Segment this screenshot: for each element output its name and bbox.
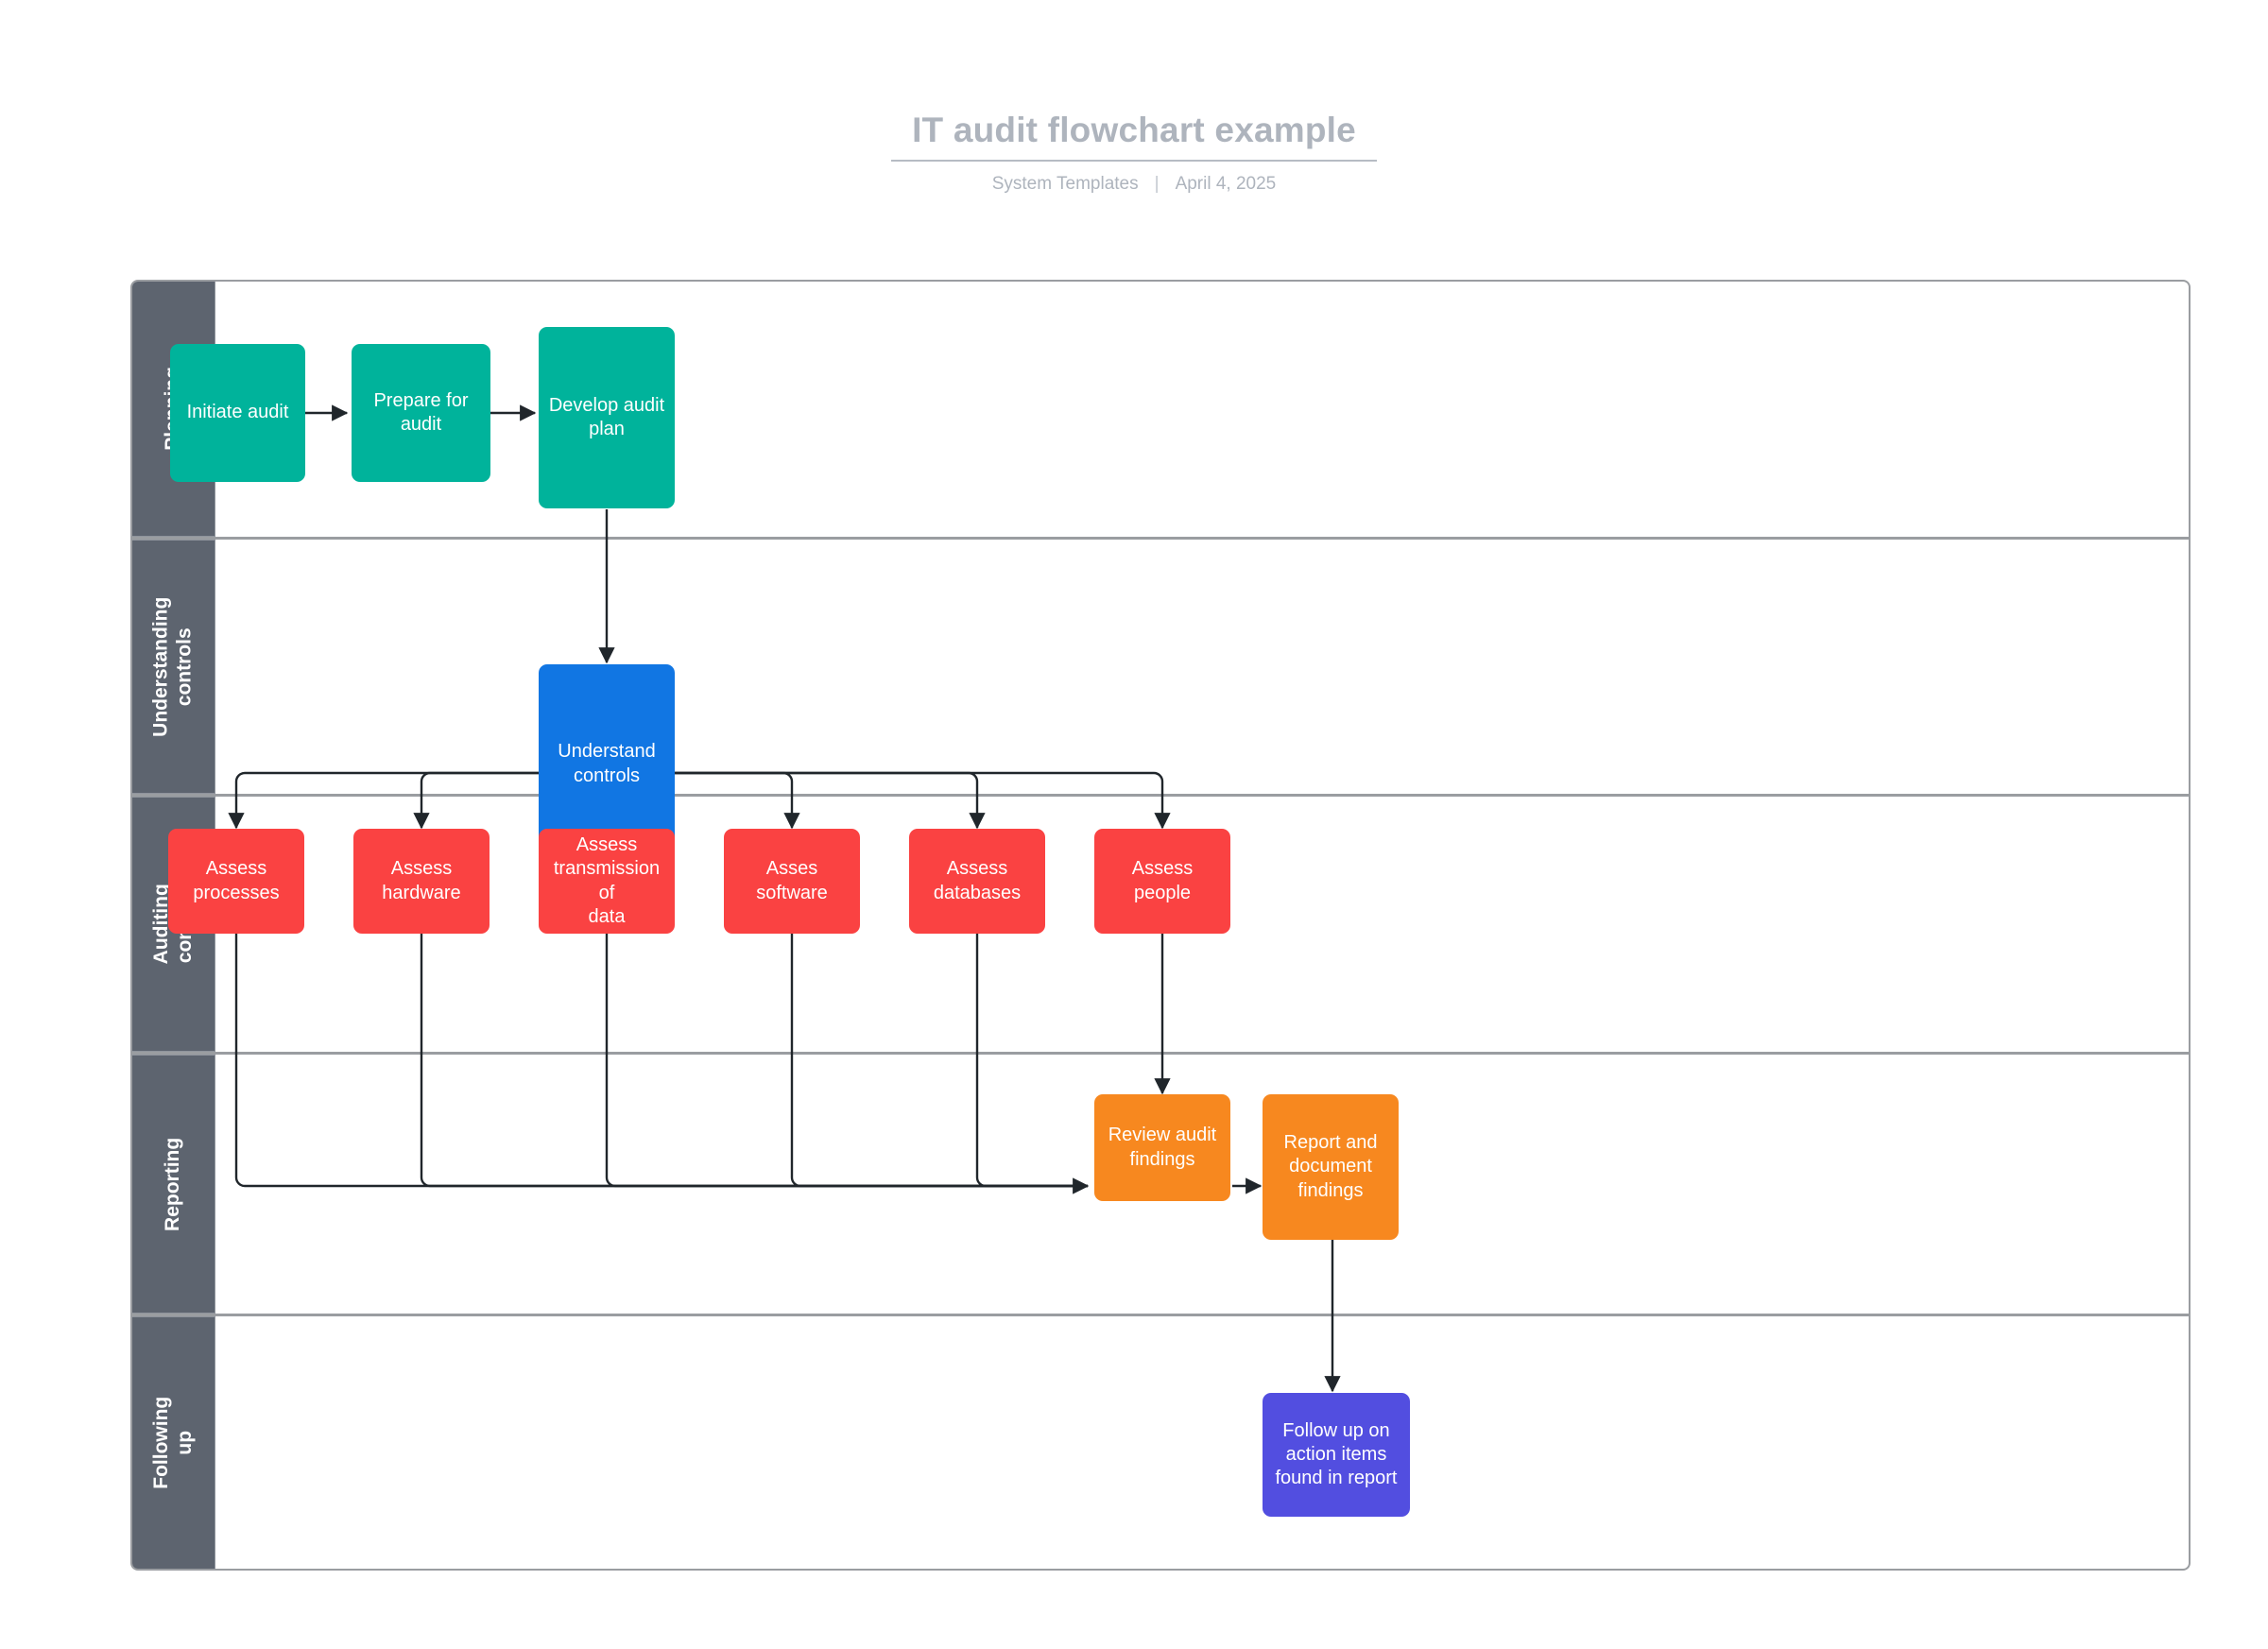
node-label: Review audit findings [1108, 1125, 1217, 1170]
edge-bus-b6 [607, 771, 1171, 830]
edge-c2 [420, 934, 1088, 1188]
node-assess-people[interactable]: Assess people [1094, 829, 1230, 934]
document-header: IT audit flowchart example System Templa… [0, 111, 2268, 195]
node-assess-hardware[interactable]: Assess hardware [353, 829, 490, 934]
edge-c5 [975, 934, 1088, 1188]
node-asses-software[interactable]: Asses software [724, 829, 860, 934]
document-author: System Templates [991, 173, 1139, 194]
node-assess-processes[interactable]: Assess processes [168, 829, 304, 934]
edge-bus-b2 [413, 771, 607, 830]
node-assess-databases[interactable]: Assess databases [909, 829, 1045, 934]
node-report-and-document-findings[interactable]: Report and document findings [1263, 1094, 1399, 1240]
node-label: Assess transmission of data [553, 834, 661, 927]
node-label: Understand controls [558, 741, 656, 786]
node-label: Follow up on action items found in repor… [1275, 1419, 1398, 1489]
document-subtitle: System Templates | April 4, 2025 [0, 174, 2268, 195]
node-initiate-audit[interactable]: Initiate audit [170, 344, 305, 482]
node-label: Report and document findings [1283, 1132, 1378, 1201]
lane-divider-4 [130, 1314, 2191, 1316]
edge-c1 [234, 934, 1090, 1194]
node-label: Initiate audit [186, 402, 289, 423]
node-prepare-for-audit[interactable]: Prepare for audit [352, 344, 490, 482]
lane-header-understanding-controls[interactable]: Understanding controls [131, 540, 215, 794]
document-date: April 4, 2025 [1175, 173, 1277, 194]
edge-bus-left [228, 771, 607, 830]
connector-layer [228, 404, 1341, 1393]
node-label: Asses software [756, 858, 828, 903]
node-label: Develop audit plan [548, 394, 665, 439]
edge-c3 [605, 934, 1088, 1188]
lane-divider-2 [130, 794, 2191, 797]
node-label: Assess people [1131, 858, 1194, 903]
edge-c4 [790, 934, 1088, 1188]
page-title: IT audit flowchart example [891, 111, 1377, 162]
node-label: Assess databases [933, 858, 1022, 903]
subtitle-separator: | [1154, 173, 1160, 194]
node-follow-up-on-action-items[interactable]: Follow up on action items found in repor… [1263, 1393, 1410, 1517]
node-assess-transmission-of-data[interactable]: Assess transmission of data [539, 829, 675, 934]
node-develop-audit-plan[interactable]: Develop audit plan [539, 327, 675, 508]
lane-header-reporting[interactable]: Reporting [131, 1055, 215, 1314]
node-label: Assess hardware [382, 858, 461, 903]
swimlane-diagram: Planning Understanding controls Auditing… [130, 280, 2191, 1571]
node-review-audit-findings[interactable]: Review audit findings [1094, 1094, 1230, 1201]
lane-divider-3 [130, 1052, 2191, 1055]
node-label: Assess processes [193, 858, 280, 903]
lane-divider-1 [130, 537, 2191, 540]
node-label: Prepare for audit [373, 389, 469, 435]
